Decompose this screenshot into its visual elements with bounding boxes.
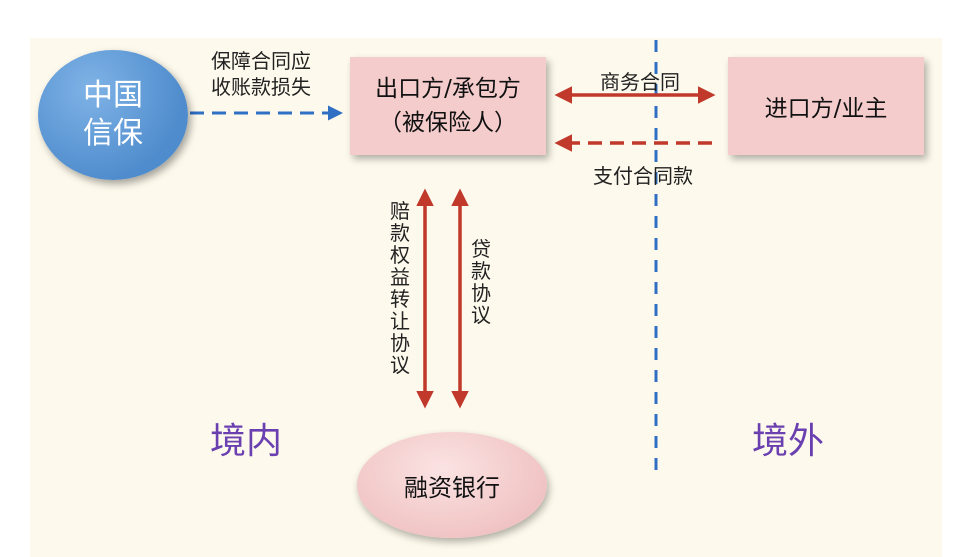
overseas-region-label: 境外: [752, 421, 825, 462]
bank-node: 融资银行: [357, 432, 547, 538]
claim-transfer-label: 赔款权益转让协议: [390, 199, 410, 377]
insurance-transfer-label: 保障合同应 收账款损失: [211, 49, 311, 99]
domestic-region-label: 境内: [210, 421, 283, 462]
payment-label: 支付合同款: [593, 164, 693, 188]
importer-node: 进口方/业主: [728, 57, 924, 155]
exporter-node: 出口方/承包方 （被保险人）: [350, 57, 546, 155]
insurer-node: 中国 信保: [38, 50, 188, 180]
business-contract-label: 商务合同: [600, 70, 680, 94]
loan-label: 贷款协议: [471, 237, 491, 327]
